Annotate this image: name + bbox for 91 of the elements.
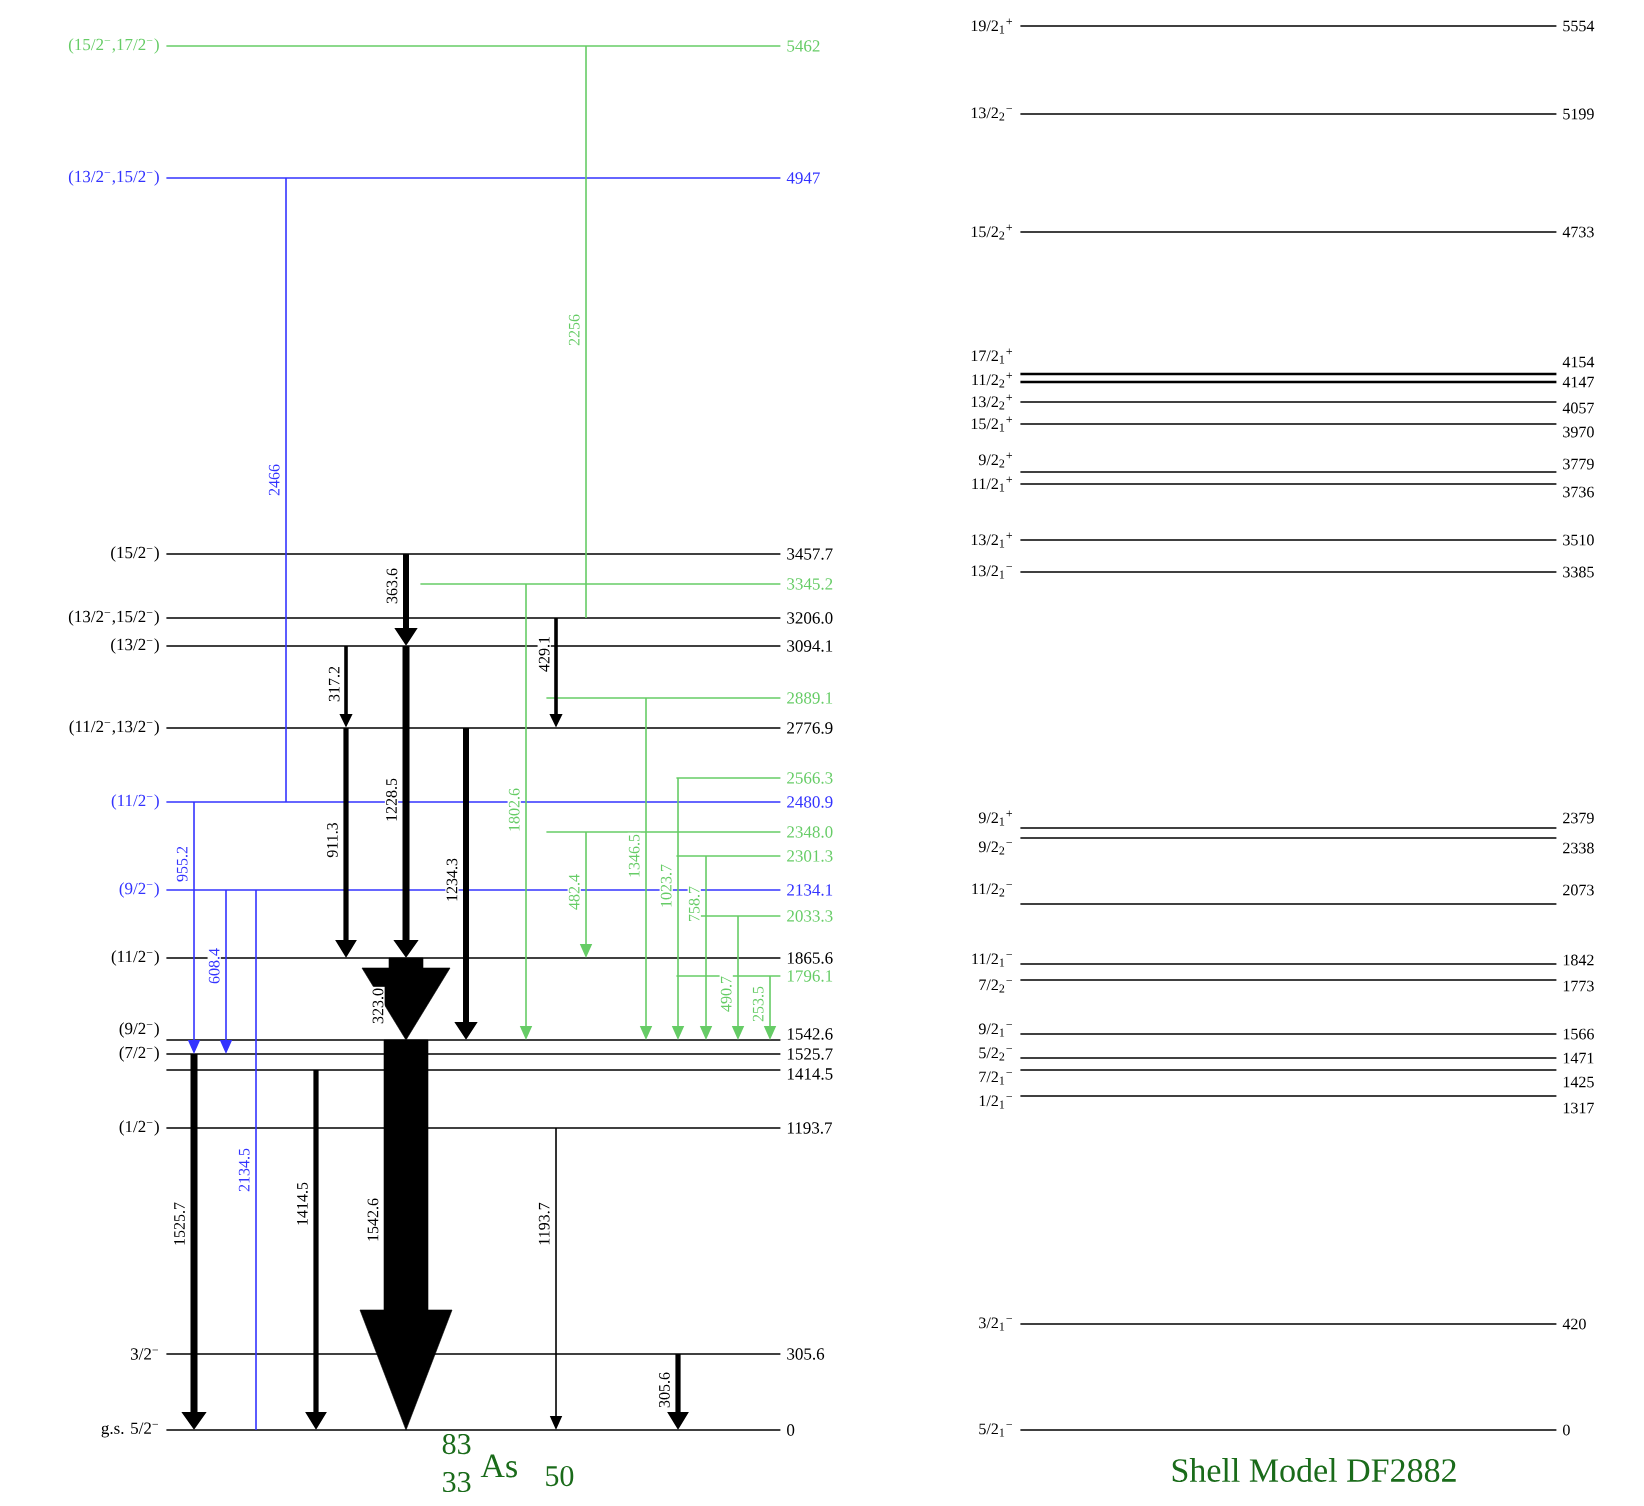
edge-label: 490.7 <box>719 974 733 1014</box>
energy-label: 2480.9 <box>787 796 833 808</box>
energy-label: 2301.3 <box>787 850 833 862</box>
energy-label: 3206.0 <box>787 612 833 624</box>
energy-label: 3779 <box>1563 458 1594 470</box>
edge-label: 1525.7 <box>172 1200 187 1248</box>
energy-label: 3457.7 <box>787 548 833 560</box>
energy-label: 0 <box>787 1424 795 1436</box>
energy-label: 3510 <box>1563 534 1594 546</box>
edge-label: 2256 <box>567 312 581 348</box>
edge-label: 323.0 <box>371 986 385 1026</box>
transition-line <box>285 177 287 803</box>
energy-label: 1525.7 <box>787 1048 833 1060</box>
spin-label: 3/2$^{−}$ <box>131 1348 158 1360</box>
spin-label: (1/2$^{−}$) <box>119 1120 159 1136</box>
spin-label: (15/2$^{−}$) <box>111 546 159 562</box>
element-symbol: As <box>480 1454 517 1478</box>
energy-label: 4147 <box>1562 376 1594 388</box>
energy-label: 1842 <box>1563 954 1594 966</box>
spin-label: (9/2$^{−}$) <box>119 1022 159 1038</box>
transition-arrow <box>359 1039 453 1431</box>
spin-label: (15/2$^{−}$,17/2$^{−}$) <box>68 38 159 54</box>
energy-label: 2134.1 <box>787 884 833 896</box>
energy-label: 2073 <box>1563 884 1594 896</box>
energy-label: 3094.1 <box>787 640 833 652</box>
energy-label: 1773 <box>1563 980 1594 992</box>
spin-label: (11/2$^{−}$) <box>111 950 159 966</box>
energy-label: 1796.1 <box>787 970 833 982</box>
energy-label: 2566.3 <box>787 772 833 784</box>
energy-label: 5554 <box>1563 20 1595 32</box>
energy-label: 1317 <box>1563 1102 1594 1114</box>
energy-label: 1471 <box>1563 1052 1594 1064</box>
energy-label: 1193.7 <box>787 1122 833 1134</box>
energy-label: 2338 <box>1563 842 1594 854</box>
atomic-number: 33 <box>443 1471 471 1493</box>
edge-label: 1542.6 <box>366 1196 380 1244</box>
transition-arrow <box>361 957 451 1041</box>
spin-label: (13/2$^{−}$,15/2$^{−}$) <box>68 610 159 626</box>
energy-label: 4733 <box>1562 226 1594 238</box>
edge-label: 608.4 <box>207 946 221 986</box>
energy-label: 3345.2 <box>787 578 833 590</box>
spin-label: (13/2$^{−}$) <box>111 638 159 654</box>
energy-label: 1414.5 <box>787 1068 833 1080</box>
edge-label: 2466 <box>267 462 281 498</box>
spin-label: (11/2$^{−}$,13/2$^{−}$) <box>69 720 159 736</box>
energy-label: 4947 <box>786 172 820 184</box>
transition-line <box>585 45 587 619</box>
edge-label: 758.7 <box>687 884 701 924</box>
edge-label: 1346.5 <box>627 832 641 880</box>
energy-label: 4154 <box>1562 356 1595 368</box>
edge-label: 317.2 <box>327 664 341 704</box>
energy-label: 3970 <box>1563 426 1594 438</box>
edge-label: 1414.5 <box>295 1180 309 1228</box>
transition-line <box>255 889 257 1431</box>
energy-label: 1566 <box>1563 1028 1594 1040</box>
spin-label: (11/2$^{−}$) <box>111 794 159 810</box>
edge-label: 482.4 <box>567 872 581 912</box>
edge-label: 1023.7 <box>659 862 673 910</box>
energy-label: 2889.1 <box>787 692 833 704</box>
edge-label: 911.3 <box>325 821 339 859</box>
energy-label: 3385 <box>1563 566 1594 578</box>
energy-label: 4057 <box>1562 402 1594 414</box>
energy-label: 305.6 <box>787 1348 825 1360</box>
spin-label: (9/2$^{−}$) <box>119 882 159 898</box>
energy-label: 3736 <box>1563 486 1594 498</box>
energy-label: 2776.9 <box>787 722 833 734</box>
edge-label: 363.6 <box>385 566 399 606</box>
energy-label: 1542.6 <box>787 1028 833 1040</box>
spin-label: (13/2$^{−}$,15/2$^{−}$) <box>68 170 159 186</box>
edge-label: 253.5 <box>751 984 765 1024</box>
energy-label: 5199 <box>1563 108 1594 120</box>
edge-label: 955.2 <box>175 844 189 884</box>
mass-number: 83 <box>442 1433 471 1455</box>
spin-label: (7/2$^{−}$) <box>119 1046 159 1062</box>
spin-label: g.s. 5/2$^{−}$ <box>101 1422 158 1438</box>
energy-label: 0 <box>1563 1424 1570 1436</box>
edge-label: 1234.3 <box>445 856 459 904</box>
energy-label: 5462 <box>787 40 820 52</box>
edge-label: 2134.5 <box>237 1146 251 1194</box>
energy-label: 2348.0 <box>787 826 833 838</box>
edge-label: 1193.7 <box>537 1201 551 1247</box>
energy-label: 420 <box>1562 1318 1586 1330</box>
edge-label: 305.6 <box>657 1370 672 1410</box>
edge-label: 429.1 <box>537 634 551 674</box>
energy-label: 2379 <box>1563 812 1594 824</box>
energy-label: 1425 <box>1563 1076 1594 1088</box>
neutron-number: 50 <box>546 1465 574 1487</box>
energy-label: 2033.3 <box>787 910 833 922</box>
edge-label: 1228.5 <box>384 776 399 824</box>
edge-label: 1802.6 <box>507 786 521 834</box>
energy-label: 1865.6 <box>787 952 833 964</box>
